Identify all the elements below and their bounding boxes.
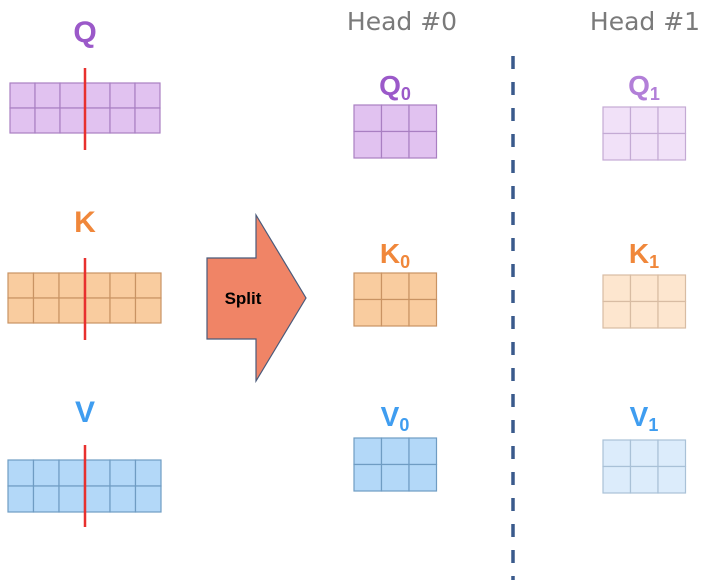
- q1-label: Q1: [628, 70, 660, 104]
- q0-matrix-cell: [380, 104, 410, 133]
- head-1-title: Head #1: [590, 7, 700, 36]
- q-matrix-cell: [84, 107, 111, 134]
- v-matrix-cell: [83, 485, 111, 513]
- k-matrix-cell: [58, 272, 86, 299]
- q-matrix-cell: [9, 82, 36, 109]
- split-arrow: [206, 212, 307, 384]
- q0-matrix-cell: [408, 104, 438, 133]
- v-input-label: V: [75, 396, 95, 429]
- k-matrix-cell: [109, 297, 137, 324]
- q0-matrix: [353, 104, 438, 159]
- q1-matrix-cell: [629, 106, 659, 135]
- v1-matrix-cell: [657, 465, 687, 494]
- k0-matrix-cell: [380, 272, 410, 301]
- k1-matrix-cell: [602, 300, 632, 329]
- q1-matrix-cell: [602, 106, 632, 135]
- k1-matrix-cell: [629, 274, 659, 303]
- k0-matrix-cell: [353, 272, 383, 301]
- v-matrix-cell: [7, 485, 35, 513]
- k-matrix-cell: [58, 297, 86, 324]
- head-0-title: Head #0: [347, 7, 457, 36]
- q1-matrix-cell: [657, 132, 687, 161]
- k-matrix-cell: [7, 297, 35, 324]
- q0-label: Q0: [379, 70, 411, 104]
- v0-matrix-cell: [408, 463, 438, 492]
- q-matrix-cell: [9, 107, 36, 134]
- v-matrix-cell: [109, 459, 137, 487]
- k1-matrix-cell: [657, 300, 687, 329]
- k0-label: K0: [380, 238, 410, 272]
- v-matrix-cell: [58, 459, 86, 487]
- v-matrix-cell: [109, 485, 137, 513]
- k1-matrix: [602, 274, 687, 329]
- q-matrix-cell: [59, 107, 86, 134]
- v-matrix: [7, 459, 162, 513]
- q-matrix: [9, 82, 161, 134]
- k1-matrix-cell: [629, 300, 659, 329]
- k-matrix-cell: [83, 297, 111, 324]
- v1-matrix: [602, 439, 687, 494]
- v1-matrix-cell: [602, 439, 632, 468]
- v0-matrix-cell: [380, 463, 410, 492]
- q-matrix-cell: [134, 82, 161, 109]
- q-input-label: Q: [73, 16, 96, 49]
- k-input-label: K: [74, 206, 96, 239]
- k-matrix: [7, 272, 162, 324]
- q-matrix-cell: [109, 82, 136, 109]
- v1-matrix-cell: [629, 465, 659, 494]
- q0-matrix-cell: [353, 104, 383, 133]
- v0-matrix-cell: [380, 437, 410, 466]
- v-matrix-cell: [83, 459, 111, 487]
- q0-matrix-cell: [380, 130, 410, 159]
- q0-matrix-cell: [408, 130, 438, 159]
- v-matrix-cell: [7, 459, 35, 487]
- v0-matrix-cell: [408, 437, 438, 466]
- v1-matrix-cell: [629, 439, 659, 468]
- k-matrix-cell: [134, 297, 162, 324]
- v-matrix-cell: [32, 459, 60, 487]
- k-matrix-cell: [109, 272, 137, 299]
- q0-matrix-cell: [353, 130, 383, 159]
- q1-matrix-cell: [629, 132, 659, 161]
- v-matrix-cell: [134, 485, 162, 513]
- q-matrix-cell: [59, 82, 86, 109]
- v0-matrix-cell: [353, 463, 383, 492]
- q1-matrix: [602, 106, 687, 161]
- q-matrix-cell: [109, 107, 136, 134]
- k-matrix-cell: [134, 272, 162, 299]
- k1-matrix-cell: [657, 274, 687, 303]
- v1-matrix-cell: [657, 439, 687, 468]
- v-matrix-cell: [58, 485, 86, 513]
- k0-matrix-cell: [408, 298, 438, 327]
- v0-matrix: [353, 437, 438, 492]
- v1-label: V1: [630, 401, 659, 435]
- v-matrix-cell: [134, 459, 162, 487]
- k0-matrix-cell: [380, 298, 410, 327]
- k1-label: K1: [629, 238, 659, 272]
- q-matrix-cell: [134, 107, 161, 134]
- q1-matrix-cell: [657, 106, 687, 135]
- k-matrix-cell: [32, 272, 60, 299]
- v0-matrix-cell: [353, 437, 383, 466]
- split-arrow-label: Split: [225, 289, 262, 308]
- k1-matrix-cell: [602, 274, 632, 303]
- v1-matrix-cell: [602, 465, 632, 494]
- k0-matrix: [353, 272, 438, 327]
- q1-matrix-cell: [602, 132, 632, 161]
- v0-label: V0: [381, 401, 410, 435]
- q-matrix-cell: [34, 82, 61, 109]
- k-matrix-cell: [83, 272, 111, 299]
- q-matrix-cell: [34, 107, 61, 134]
- q-matrix-cell: [84, 82, 111, 109]
- k0-matrix-cell: [353, 298, 383, 327]
- v-matrix-cell: [32, 485, 60, 513]
- k-matrix-cell: [32, 297, 60, 324]
- k-matrix-cell: [7, 272, 35, 299]
- k0-matrix-cell: [408, 272, 438, 301]
